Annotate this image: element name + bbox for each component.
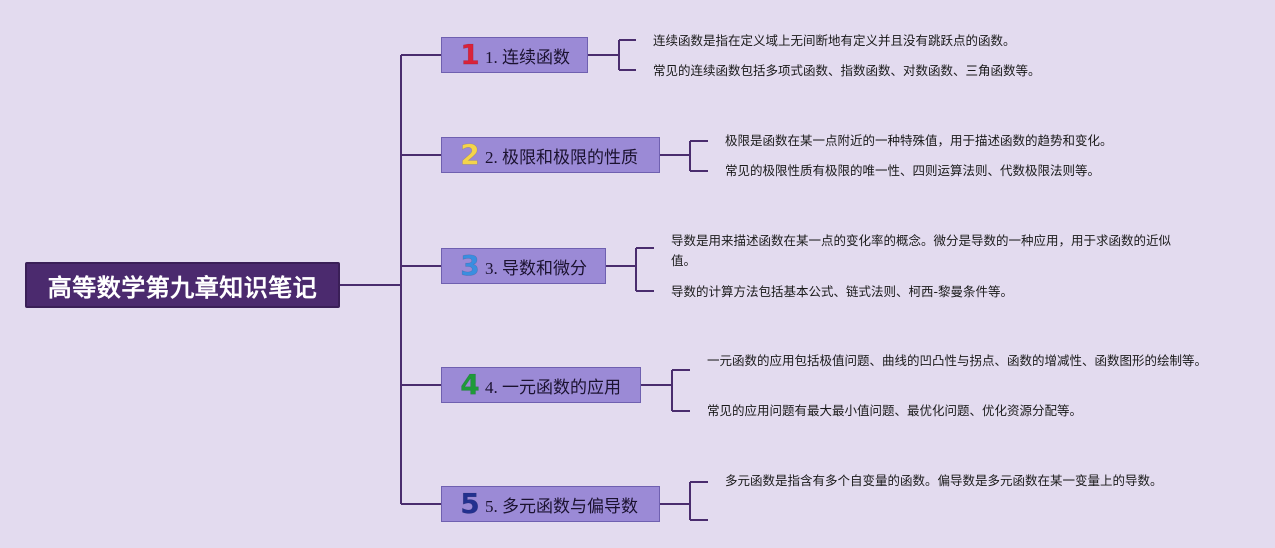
topic-node-5[interactable]: 5 5. 多元函数与偏导数 [441,486,660,522]
topic-4-detail-2: 常见的应用问题有最大最小值问题、最优化问题、优化资源分配等。 [707,403,1083,418]
detail-bracket-4 [641,369,690,412]
topic-node-2[interactable]: 2 2. 极限和极限的性质 [441,137,660,173]
detail-bracket-5 [660,481,708,521]
topic-label: 3. 导数和微分 [485,258,587,278]
topic-3-detail-2: 导数的计算方法包括基本公式、链式法则、柯西-黎曼条件等。 [671,284,1014,299]
number-four-icon: 4 [460,368,480,401]
topic-4-detail-1: 一元函数的应用包括极值问题、曲线的凹凸性与拐点、函数的增减性、函数图形的绘制等。 [707,353,1208,368]
detail-bracket-2 [660,140,708,172]
topic-label: 5. 多元函数与偏导数 [485,496,638,516]
topic-label: 4. 一元函数的应用 [485,377,621,397]
detail-bracket-3 [606,247,654,292]
root-title: 高等数学第九章知识笔记 [47,273,318,302]
topic-label: 1. 连续函数 [485,47,570,67]
topic-1-detail-1: 连续函数是指在定义域上无间断地有定义并且没有跳跃点的函数。 [653,33,1016,48]
topic-1-detail-2: 常见的连续函数包括多项式函数、指数函数、对数函数、三角函数等。 [653,63,1041,78]
number-five-icon: 5 [460,487,480,520]
topic-5-detail-1: 多元函数是指含有多个自变量的函数。偏导数是多元函数在某一变量上的导数。 [725,473,1163,488]
topic-node-1[interactable]: 1 1. 连续函数 [441,37,588,73]
number-three-icon: 3 [460,249,480,282]
topic-2-detail-1: 极限是函数在某一点附近的一种特殊值，用于描述函数的趋势和变化。 [725,133,1113,148]
number-two-icon: 2 [460,138,480,171]
topic-2-detail-2: 常见的极限性质有极限的唯一性、四则运算法则、代数极限法则等。 [725,163,1101,178]
detail-bracket-1 [588,39,636,71]
root-node[interactable]: 高等数学第九章知识笔记 [25,262,340,308]
topic-label: 2. 极限和极限的性质 [485,147,638,167]
topic-3-detail-1: 导数是用来描述函数在某一点的变化率的概念。微分是导数的一种应用，用于求函数的近似… [671,233,1172,268]
topic-node-3[interactable]: 3 3. 导数和微分 [441,248,606,284]
topic-node-4[interactable]: 4 4. 一元函数的应用 [441,367,641,403]
number-one-icon: 1 [460,38,480,71]
